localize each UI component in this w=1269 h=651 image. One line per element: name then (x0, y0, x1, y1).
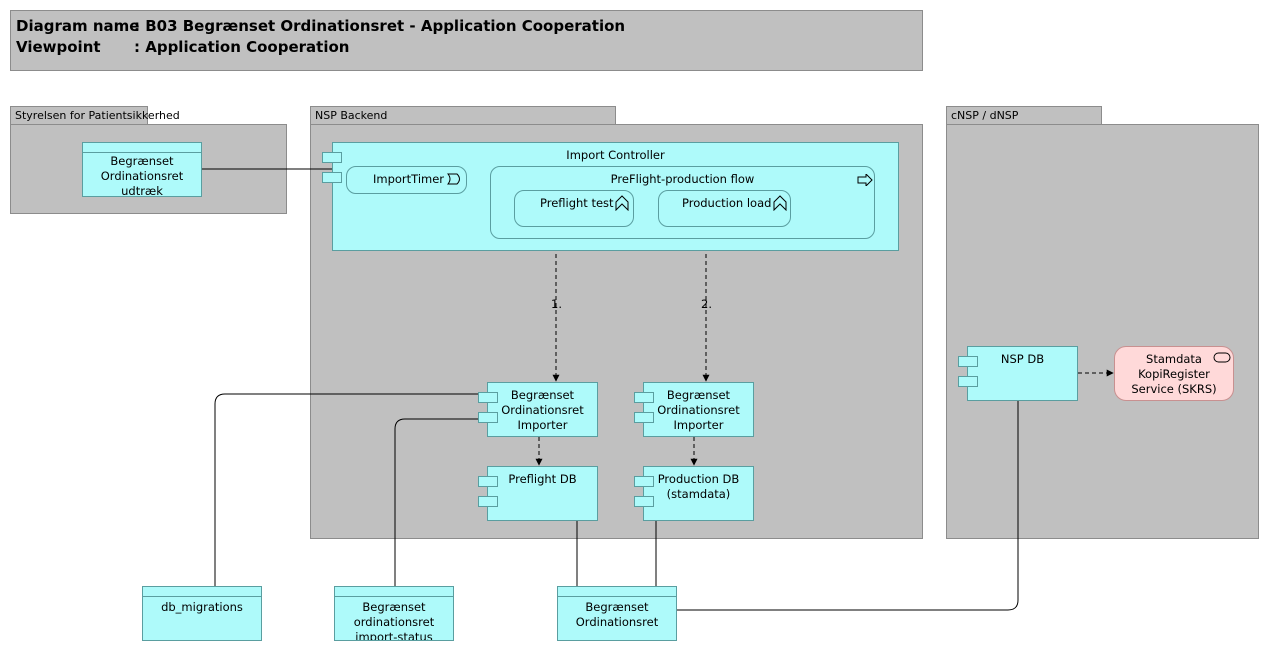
flow-label-first: 1. (551, 297, 562, 311)
skrs-label-2: KopiRegister (1138, 367, 1210, 381)
production-db-label-2: (stamdata) (666, 487, 731, 501)
import-timer-label: ImportTimer (373, 172, 445, 186)
flow-label-second: 2. (701, 297, 712, 311)
importer-right-plug-top (634, 392, 654, 403)
udtraek-label-1: Begrænset (110, 154, 174, 168)
udtraek-label-2: Ordinationsret (100, 169, 184, 183)
importer-left-label-2: Ordinationsret (501, 403, 584, 417)
import-controller-label: Import Controller (566, 148, 665, 162)
group-cnsp-label: cNSP / dNSP (951, 109, 1019, 122)
db-migrations-label: db_migrations (161, 600, 243, 614)
skrs-service[interactable]: Stamdata KopiRegister Service (SKRS) (1114, 346, 1234, 401)
nsp-db-component[interactable]: NSP DB (967, 346, 1078, 401)
function-icon (615, 195, 629, 211)
import-status-artifact[interactable]: Begrænset ordinationsret import-status (334, 586, 454, 641)
group-cnsp-tab[interactable]: cNSP / dNSP (946, 106, 1102, 125)
skrs-label-3: Service (SKRS) (1131, 382, 1217, 396)
production-load-label: Production load (682, 196, 772, 210)
nsp-db-label: NSP DB (1000, 352, 1045, 366)
skrs-label-1: Stamdata (1146, 352, 1202, 366)
db-migrations-artifact[interactable]: db_migrations (142, 586, 262, 641)
artifact-to-nspdb-line[interactable] (677, 401, 1019, 611)
diagram-title-box: Diagram name: B03 Begrænset Ordinationsr… (10, 10, 923, 71)
nsp-db-plug-bottom (958, 376, 978, 387)
preflight-db-label: Preflight DB (508, 472, 577, 486)
import-status-line[interactable] (394, 418, 487, 587)
import-timer-event[interactable]: ImportTimer (346, 166, 467, 194)
importer-right-label-1: Begrænset (666, 388, 731, 402)
diagram-name-key: Diagram name (16, 17, 140, 35)
preflight-production-flow-label: PreFlight-production flow (610, 172, 755, 186)
production-db-plug-top (634, 476, 654, 487)
preflight-db-plug-top (478, 476, 498, 487)
preflight-test-label: Preflight test (540, 196, 614, 210)
group-nsp-backend-label: NSP Backend (315, 109, 388, 122)
production-db-label-1: Production DB (657, 472, 740, 486)
preflight-db-plug-bottom (478, 496, 498, 507)
importer-left-label-3: Importer (517, 418, 568, 432)
import-controller-plug-bottom (322, 172, 342, 183)
viewpoint-value: : Application Cooperation (134, 38, 350, 56)
ordinationsret-artifact-label-1: Begrænset (585, 600, 649, 614)
production-db-component[interactable]: Production DB (stamdata) (643, 466, 754, 521)
event-icon (447, 173, 460, 185)
importer-left-plug-top (478, 392, 498, 403)
import-status-label-2: ordinationsret (353, 615, 435, 629)
preflight-test-function[interactable]: Preflight test (514, 190, 634, 227)
importer-right-label-2: Ordinationsret (657, 403, 740, 417)
importer-left-component[interactable]: Begrænset Ordinationsret Importer (487, 382, 598, 437)
import-status-label-3: import-status (355, 630, 433, 641)
importer-left-label-1: Begrænset (510, 388, 575, 402)
diagram-name-row: Diagram name: B03 Begrænset Ordinationsr… (16, 17, 625, 35)
diagram-name-value: : B03 Begrænset Ordinationsret - Applica… (134, 17, 626, 35)
production-load-function[interactable]: Production load (658, 190, 791, 227)
importer-right-label-3: Importer (673, 418, 724, 432)
function-icon (773, 195, 787, 211)
group-nsp-backend-tab[interactable]: NSP Backend (310, 106, 616, 125)
import-controller-plug-top (322, 152, 342, 163)
group-styrelsen-tab[interactable]: Styrelsen for Patientsikkerhed (10, 106, 180, 125)
viewpoint-key: Viewpoint (16, 38, 101, 56)
production-db-plug-bottom (634, 496, 654, 507)
udtraek-label-3: udtræk (121, 184, 163, 198)
process-arrow-icon (857, 174, 873, 186)
group-styrelsen-label: Styrelsen for Patientsikkerhed (15, 109, 180, 122)
db-migrations-line[interactable] (214, 393, 487, 587)
group-cnsp[interactable] (946, 124, 1259, 539)
nsp-db-plug-top (958, 356, 978, 367)
preflight-db-component[interactable]: Preflight DB (487, 466, 598, 521)
udtraek-component[interactable]: Begrænset Ordinationsret udtræk (82, 142, 202, 198)
importer-left-plug-bottom (478, 412, 498, 423)
service-icon (1213, 352, 1231, 363)
ordinationsret-artifact-label-2: Ordinationsret (575, 615, 659, 629)
ordinationsret-artifact[interactable]: Begrænset Ordinationsret (557, 586, 677, 641)
import-status-label-1: Begrænset (362, 600, 426, 614)
viewpoint-row: Viewpoint : Application Cooperation (16, 38, 349, 56)
importer-right-plug-bottom (634, 412, 654, 423)
importer-right-component[interactable]: Begrænset Ordinationsret Importer (643, 382, 754, 437)
